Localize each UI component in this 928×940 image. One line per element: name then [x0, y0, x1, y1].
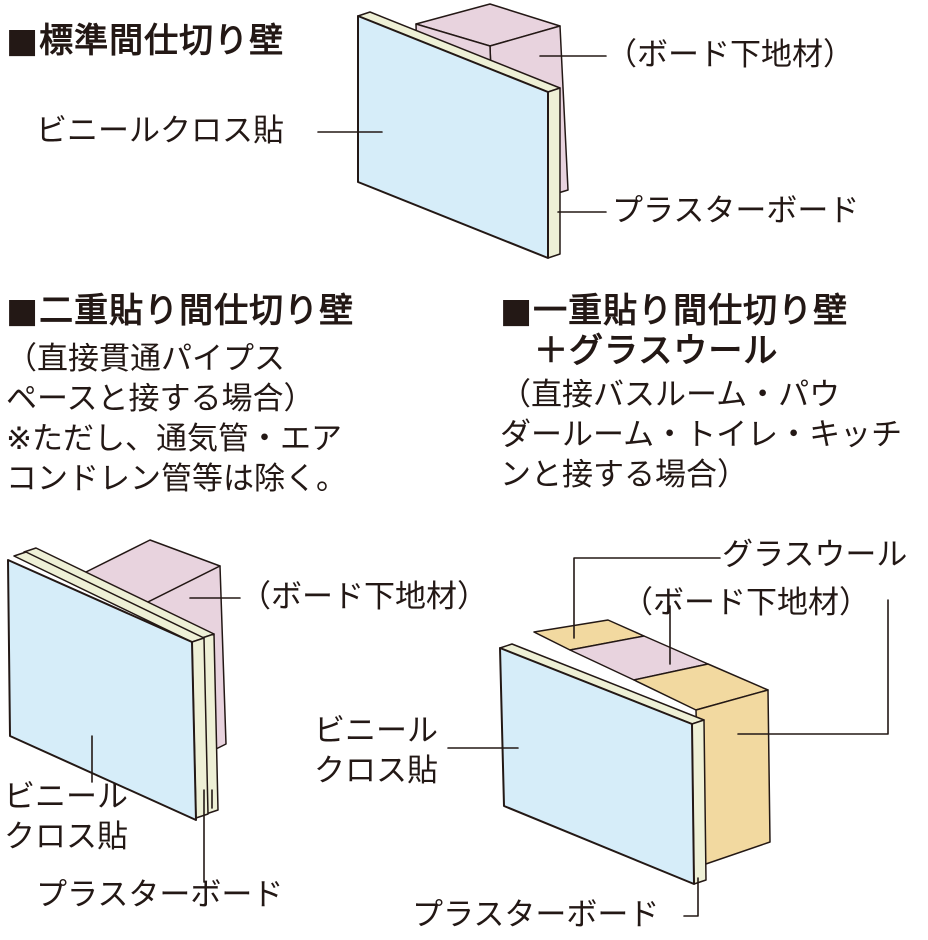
glass-wool-label: グラスウール	[722, 537, 908, 573]
vinyl-cloth-label-3a: ビニール	[314, 713, 438, 749]
glasswool-note-line-1: （直接バスルーム・パウ	[500, 377, 841, 413]
vinyl-cloth-label-3b: クロス貼	[314, 753, 438, 789]
vinyl-cloth-label: ビニールクロス貼	[36, 113, 284, 149]
double-board-note-line-3: ※ただし、通気管・エア	[6, 421, 342, 457]
plasterboard-label-2: プラスターボード	[36, 877, 284, 913]
plasterboard-label-3: プラスターボード	[412, 897, 660, 933]
standard-wall-drawing	[317, 3, 607, 259]
vinyl-cloth-label-2a: ビニール	[4, 779, 128, 815]
double-board-wall-heading: ■二重貼り間仕切り壁	[6, 291, 355, 331]
double-board-note-line-1: （直接貫通パイプス	[6, 341, 285, 377]
board-base-label: （ボード下地材）	[606, 37, 854, 73]
double-board-note-line-2: ペースと接する場合）	[6, 381, 315, 417]
vinyl-cloth-face-3	[499, 647, 695, 885]
glasswool-wall-heading-2: ＋グラスウール	[534, 331, 779, 371]
glasswool-wall-heading-1: ■一重貼り間仕切り壁	[500, 291, 849, 331]
vinyl-cloth-label-2b: クロス貼	[4, 819, 128, 855]
double-board-note-line-4: コンドレン管等は除く。	[6, 461, 347, 497]
standard-wall-heading: ■標準間仕切り壁	[6, 21, 285, 61]
vinyl-cloth-face-2	[7, 559, 197, 821]
vinyl-cloth-face	[357, 15, 549, 259]
glasswool-wall-drawing	[447, 557, 889, 917]
plasterboard-label: プラスターボード	[612, 193, 860, 229]
glasswool-note-line-2: ダールーム・トイレ・キッチ	[500, 417, 903, 453]
board-base-label-3: （ボード下地材）	[622, 585, 870, 621]
glasswool-note-line-3: ンと接する場合）	[500, 457, 748, 493]
double-board-wall-drawing	[7, 539, 241, 883]
board-base-label-2: （ボード下地材）	[240, 579, 488, 615]
plasterboard-side-edge	[547, 87, 561, 259]
